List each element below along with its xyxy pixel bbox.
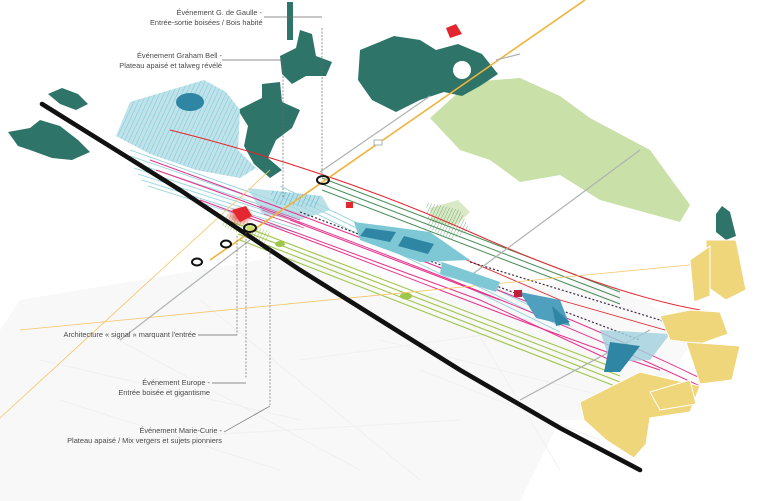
red-building-right [514, 290, 522, 297]
dotted-line-2 [469, 261, 661, 321]
label-europe-title: Événement Europe - [142, 378, 210, 387]
orange-line-main [209, 0, 586, 261]
basins [354, 222, 680, 372]
plaza-hatch [270, 190, 320, 208]
highway [39, 101, 643, 473]
meadow-zone [430, 78, 690, 222]
label-bell-desc: Plateau apaisé et talweg révélé [119, 61, 222, 70]
label-gaulle-title: Événement G. de Gaulle - [176, 8, 262, 17]
urban-background [0, 250, 700, 501]
plateau-hatch-overlay [116, 80, 256, 178]
forest-areas [8, 2, 736, 240]
label-connectors [198, 16, 322, 433]
small-building-grey [373, 139, 383, 146]
label-gaulle: Événement G. de Gaulle - Entrée-sortie b… [150, 8, 263, 28]
rail-ticks [259, 205, 305, 229]
label-bell: Événement Graham Bell - Plateau apaisé e… [110, 51, 222, 71]
lime-corridor [231, 221, 621, 389]
leader-lines [236, 28, 323, 405]
event-markers [191, 175, 330, 267]
label-signal: Architecture « signal » marquant l'entré… [30, 330, 196, 340]
label-europe: Événement Europe - Entrée boisée et giga… [90, 378, 210, 398]
label-bell-title: Événement Graham Bell - [136, 51, 222, 60]
housing-parcels [579, 239, 747, 459]
green-hatched-area [426, 202, 470, 240]
marker-europe-fill [246, 225, 254, 231]
red-building-top [446, 24, 462, 38]
label-curie-desc: Plateau apaisé / Mix vergers et sujets p… [67, 436, 222, 445]
red-line [169, 129, 701, 311]
lime-node-2 [400, 292, 412, 300]
label-signal-text: Architecture « signal » marquant l'entré… [63, 330, 196, 339]
lime-node-1 [275, 241, 285, 247]
pond [176, 93, 204, 111]
red-building-mid [346, 202, 353, 208]
label-curie: Événement Marie-Curie - Plateau apaisé /… [20, 426, 222, 446]
label-europe-desc: Entrée boisée et gigantisme [118, 388, 210, 397]
signal-building [232, 206, 252, 222]
label-curie-title: Événement Marie-Curie - [139, 426, 222, 435]
orange-line-thin-1 [19, 261, 721, 331]
forest-clearing [453, 61, 471, 79]
orange-line-thin-2 [0, 169, 271, 419]
label-gaulle-desc: Entrée-sortie boisées / Bois habité [150, 18, 263, 27]
